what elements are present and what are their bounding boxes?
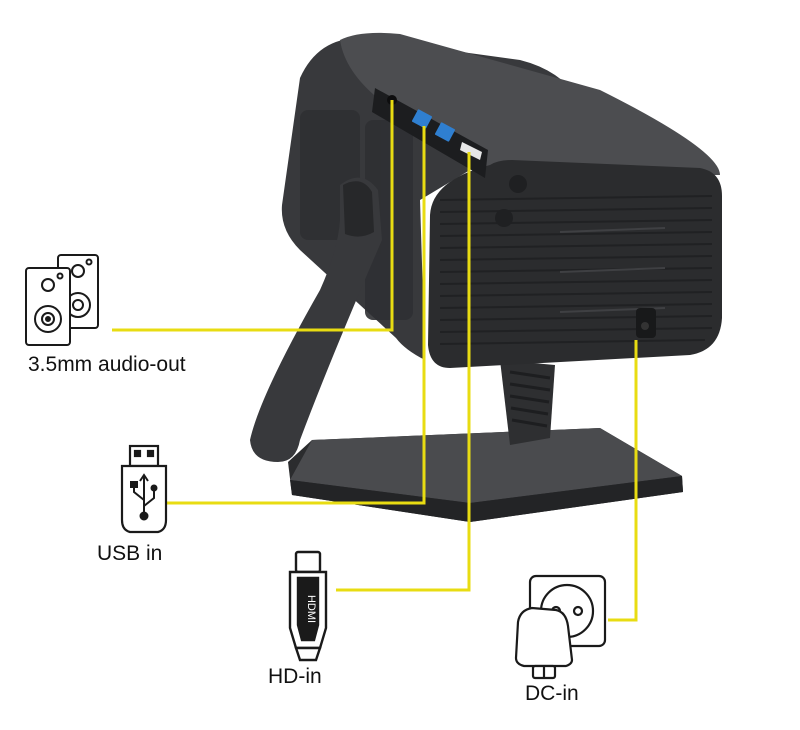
usb-in-label: USB in <box>97 542 162 565</box>
usb-port-2 <box>435 122 455 142</box>
stand-base <box>288 428 683 522</box>
stand-arm <box>250 177 382 463</box>
hdmi-port <box>460 142 482 160</box>
usb-stick-icon <box>120 444 168 534</box>
usb-leader-line <box>160 126 426 505</box>
audio-leader-line <box>112 100 394 332</box>
hdmi-plug-icon: HDMI <box>288 550 328 662</box>
rear-support <box>500 360 555 445</box>
rear-vent <box>439 195 713 345</box>
dc-in-label: DC-in <box>525 682 579 705</box>
hd-in-label: HD-in <box>268 665 322 688</box>
body-back-face <box>428 160 722 368</box>
hdmi-leader-line <box>336 152 471 592</box>
leader-lines <box>112 100 638 622</box>
port-panel <box>372 88 488 178</box>
hdmi-icon-text: HDMI <box>305 595 317 623</box>
speakers-icon <box>25 254 99 346</box>
power-plug-icon <box>514 574 607 680</box>
audio-out-label: 3.5mm audio-out <box>28 353 186 376</box>
projector-device <box>250 32 722 522</box>
dc-leader-line <box>608 340 638 622</box>
usb-port-1 <box>412 109 432 129</box>
